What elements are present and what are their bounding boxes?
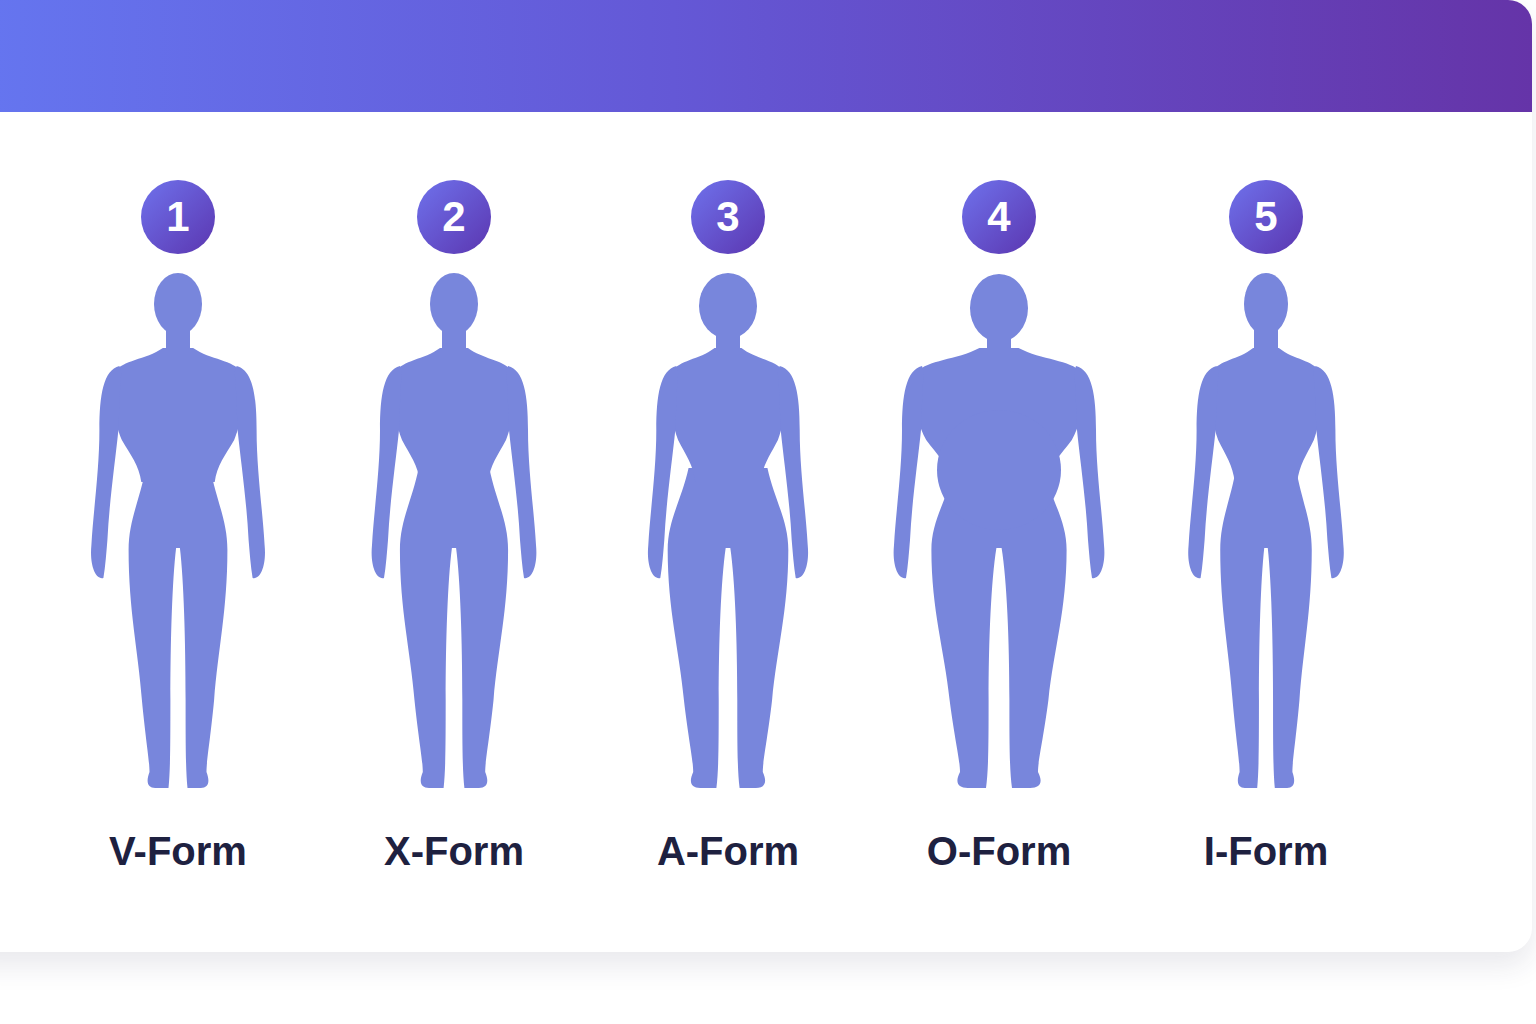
- form-label: O-Form: [927, 831, 1071, 871]
- callout-number: 1: [166, 196, 189, 238]
- o-form-figure: [894, 274, 1105, 788]
- i-form-figure: [1188, 273, 1344, 788]
- form-label: A-Form: [657, 831, 799, 871]
- x-form-figure: [372, 273, 537, 788]
- callout-number: 4: [987, 196, 1010, 238]
- number-circle: 1: [141, 180, 215, 254]
- v-form-figure: [91, 273, 265, 788]
- callout-number: 2: [442, 196, 465, 238]
- callout-number: 3: [716, 196, 739, 238]
- number-circle: 2: [417, 180, 491, 254]
- header-bar: [0, 0, 1532, 112]
- callout-number: 5: [1254, 196, 1277, 238]
- form-label: V-Form: [109, 831, 247, 871]
- number-circle: 5: [1229, 180, 1303, 254]
- form-label: I-Form: [1204, 831, 1328, 871]
- form-label: X-Form: [384, 831, 524, 871]
- number-circle: 4: [962, 180, 1036, 254]
- a-form-figure: [648, 273, 808, 788]
- number-circle: 3: [691, 180, 765, 254]
